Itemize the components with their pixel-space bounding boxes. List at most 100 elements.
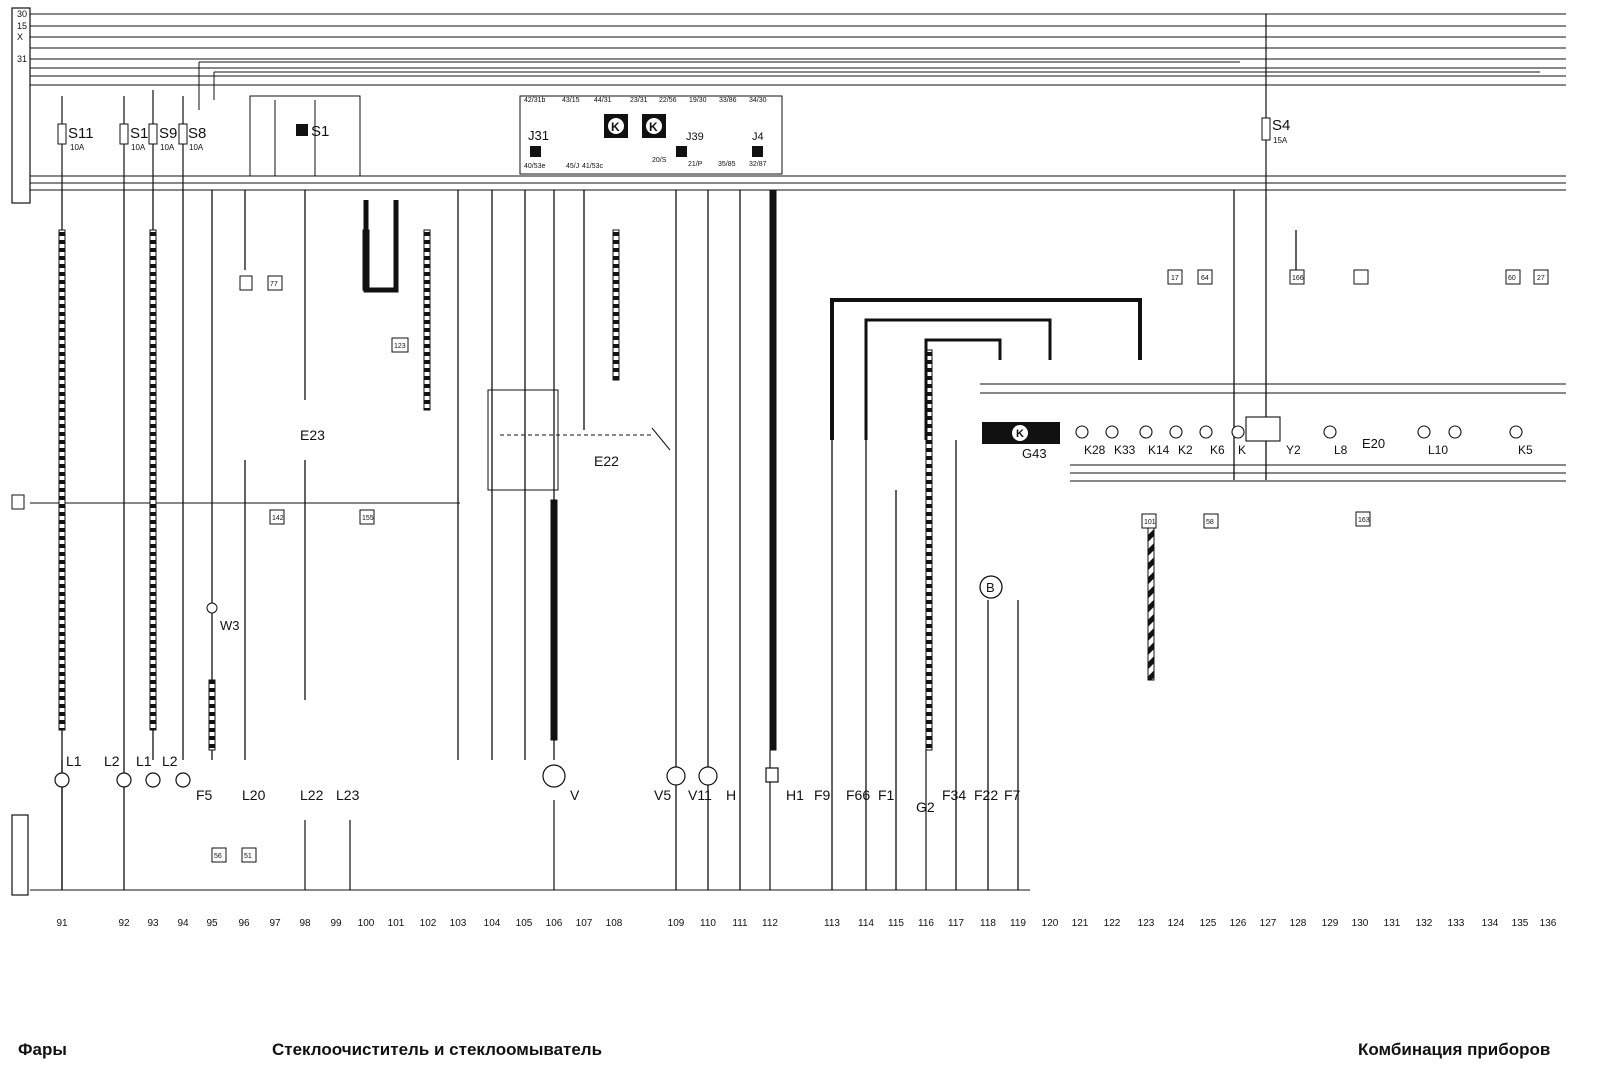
track-number: 97 [269, 918, 281, 929]
track-number: 123 [1138, 918, 1155, 929]
headlamp-l1-left: L1 [66, 753, 82, 769]
svg-text:34/30: 34/30 [749, 97, 767, 104]
rail-label-15: 15 [17, 21, 27, 31]
track-number: 116 [918, 918, 934, 929]
svg-text:S4: S4 [1272, 117, 1290, 134]
svg-text:51: 51 [244, 853, 252, 860]
indicator-k: K [1238, 443, 1246, 457]
track-number: 115 [888, 918, 904, 929]
svg-text:155: 155 [362, 515, 374, 522]
track-number: 134 [1482, 918, 1499, 929]
wiper-w3-symbol [206, 602, 218, 614]
track-number: 132 [1416, 918, 1433, 929]
track-number: 101 [388, 918, 405, 929]
lamp-l22: L22 [300, 787, 324, 803]
indicator-k2: K2 [1178, 443, 1193, 457]
striped-wires [58, 189, 1155, 751]
track-number: 109 [668, 918, 685, 929]
left-frame [11, 7, 31, 896]
track-number: 104 [484, 918, 501, 929]
headlamp-l1-right: L1 [136, 753, 152, 769]
headlamp-l2-right: L2 [162, 753, 178, 769]
light-switch-s1: S1 [249, 95, 361, 177]
instrument-bus [980, 383, 1566, 482]
svg-text:60: 60 [1508, 275, 1516, 282]
svg-text:56: 56 [214, 853, 222, 860]
track-number: 122 [1104, 918, 1121, 929]
rail-labels: 30 15 X 31 [17, 9, 27, 64]
fuse-s9: S9 10A [148, 90, 177, 190]
indicator-y2: Y2 [1286, 443, 1301, 457]
track-number: 93 [147, 918, 159, 929]
track-number: 105 [516, 918, 533, 929]
track-number: 96 [238, 918, 250, 929]
svg-text:10A: 10A [70, 143, 85, 152]
svg-text:21/P: 21/P [688, 161, 703, 168]
track-number: 129 [1322, 918, 1339, 929]
motor-v11: V11 [688, 787, 712, 803]
horn-switch-h: H [726, 787, 736, 803]
track-number: 128 [1290, 918, 1307, 929]
ground-lines [61, 750, 927, 890]
wire-bundle-instrument-2 [864, 318, 1052, 440]
track-number: 95 [206, 918, 218, 929]
track-number: 136 [1540, 918, 1557, 929]
svg-text:J31: J31 [528, 128, 549, 143]
indicator-k14: K14 [1148, 443, 1170, 457]
track-number: 108 [606, 918, 623, 929]
track-number: 99 [330, 918, 342, 929]
relay-panel: K K J31 J39 J4 42/31b 43/15 44/31 23/31 … [519, 95, 783, 175]
track-number: 117 [948, 918, 964, 929]
gauge-g43: G43 [1022, 446, 1047, 461]
indicator-e20: E20 [1362, 436, 1385, 451]
sender-g2: G2 [916, 799, 935, 815]
svg-text:43/15: 43/15 [562, 97, 580, 104]
horn-h1: H1 [786, 787, 804, 803]
svg-text:S1: S1 [311, 123, 329, 140]
svg-text:19/30: 19/30 [689, 97, 707, 104]
instrument-lamp-labels: K28 K33 K14 K2 K6 K Y2 L8 L10 K5 [1084, 443, 1533, 457]
track-number: 107 [576, 918, 593, 929]
svg-text:32/87: 32/87 [749, 161, 767, 168]
svg-text:166: 166 [1292, 275, 1304, 282]
track-number: 111 [732, 918, 748, 929]
sender-f7: F7 [1004, 787, 1021, 803]
track-number: 124 [1168, 918, 1185, 929]
indicator-k33: K33 [1114, 443, 1136, 457]
svg-text:42/31b: 42/31b [524, 97, 546, 104]
svg-text:163: 163 [1358, 517, 1370, 524]
track-number: 135 [1512, 918, 1529, 929]
svg-text:64: 64 [1201, 275, 1209, 282]
svg-text:S9: S9 [159, 125, 177, 142]
track-number: 127 [1260, 918, 1277, 929]
svg-text:35/85: 35/85 [718, 161, 736, 168]
svg-text:45/J: 45/J [566, 163, 579, 170]
track-number: 92 [118, 918, 130, 929]
indicator-k6: K6 [1210, 443, 1225, 457]
gauge-g43-block: K [982, 422, 1060, 444]
svg-text:10A: 10A [160, 143, 175, 152]
svg-text:123: 123 [394, 343, 406, 350]
svg-text:27: 27 [1537, 275, 1545, 282]
sender-f1: F1 [878, 787, 895, 803]
e22-switch-bar [487, 389, 671, 491]
svg-text:142: 142 [272, 515, 284, 522]
track-number: 125 [1200, 918, 1217, 929]
rail-label-30: 30 [17, 9, 27, 19]
fuse-s11: S11 10A [57, 96, 94, 190]
washer-motor-v5: V5 [654, 787, 671, 803]
rail-label-31: 31 [17, 54, 27, 64]
track-number: 131 [1384, 918, 1401, 929]
indicator-k5: K5 [1518, 443, 1533, 457]
svg-text:17: 17 [1171, 275, 1179, 282]
point-b-circle [979, 575, 1003, 599]
track-number: 91 [56, 918, 68, 929]
rail-label-x: X [17, 32, 23, 42]
svg-text:S11: S11 [68, 125, 94, 142]
indicator-l8: L8 [1334, 443, 1348, 457]
track-number: 114 [858, 918, 874, 929]
svg-text:10A: 10A [131, 143, 146, 152]
supply-rails [30, 13, 1566, 891]
svg-text:10A: 10A [189, 143, 204, 152]
